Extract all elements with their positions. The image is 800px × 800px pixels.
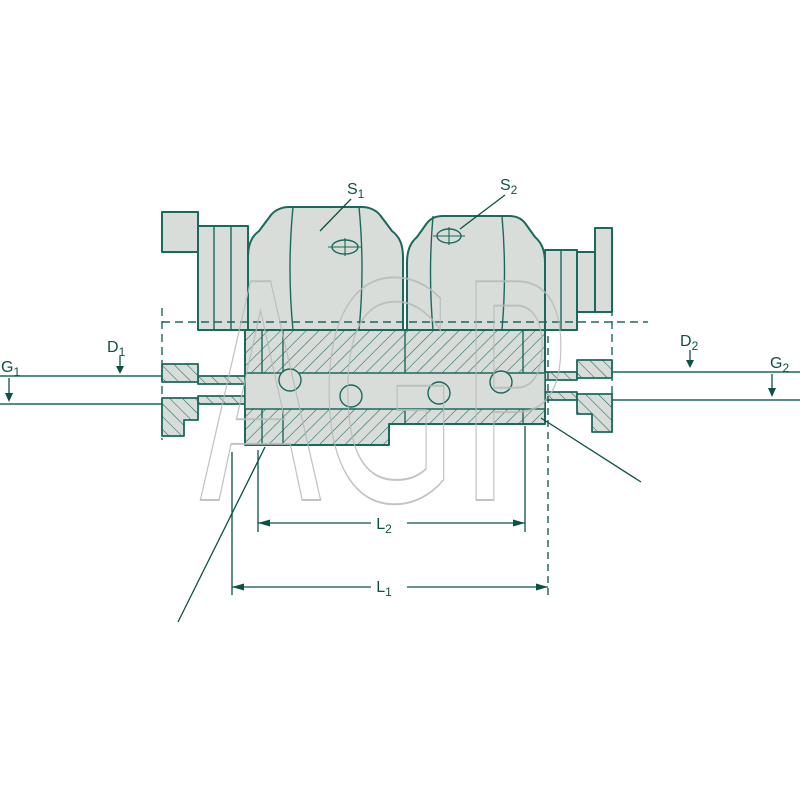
label-l1: L1 bbox=[376, 579, 392, 599]
cutting-ring-3 bbox=[427, 381, 451, 405]
l1-arrowhead-right bbox=[536, 583, 548, 591]
label-g1: G1 bbox=[1, 359, 20, 379]
dimension-l1 bbox=[231, 336, 549, 595]
right-tube-od-lines bbox=[612, 371, 800, 401]
label-d1: D1 bbox=[107, 339, 126, 359]
d2-arrowhead bbox=[686, 360, 694, 368]
right-flange-top bbox=[576, 359, 613, 379]
right-flange-bottom bbox=[576, 393, 613, 433]
label-s1: S1 bbox=[347, 181, 365, 201]
hex-nut-left-body bbox=[247, 206, 404, 331]
left-neck bbox=[197, 225, 249, 331]
hex-nut-right-body bbox=[406, 215, 546, 331]
right-tube-stub bbox=[594, 227, 613, 313]
spot-face-left-crosshair bbox=[328, 238, 362, 256]
watermark: AGP bbox=[199, 222, 567, 571]
leader-lower-right bbox=[540, 417, 642, 483]
leader-lower-left bbox=[177, 446, 266, 623]
label-s2: S2 bbox=[500, 177, 518, 197]
hex-nut-right-facet-edges bbox=[429, 215, 506, 331]
leader-s1 bbox=[319, 198, 352, 232]
leader-s2 bbox=[459, 194, 506, 230]
cutting-ring-4 bbox=[489, 370, 513, 394]
l2-arrowhead-right bbox=[513, 519, 525, 527]
dimension-d2 bbox=[686, 350, 694, 368]
tube-extension-lines bbox=[0, 371, 800, 405]
spot-face-right-crosshair bbox=[433, 227, 465, 245]
dimension-g1 bbox=[5, 378, 13, 402]
d1-arrowhead bbox=[116, 366, 124, 374]
left-port-top-view bbox=[161, 211, 249, 331]
cross-section bbox=[161, 329, 613, 446]
label-l2: L2 bbox=[376, 516, 392, 536]
cutting-ring-1 bbox=[278, 368, 302, 392]
g1-arrowhead bbox=[5, 393, 13, 402]
left-tube-stub bbox=[161, 211, 199, 253]
right-collar bbox=[576, 251, 596, 313]
label-d2: D2 bbox=[680, 333, 699, 353]
g2-arrowhead bbox=[768, 388, 776, 397]
dimension-d1 bbox=[116, 356, 124, 374]
label-g2: G2 bbox=[770, 355, 789, 375]
left-flange-top bbox=[161, 363, 199, 383]
hex-nut-right bbox=[406, 215, 546, 331]
right-port-top-view bbox=[544, 227, 613, 331]
leader-lines bbox=[177, 194, 642, 623]
l2-arrowhead-left bbox=[258, 519, 270, 527]
cutting-ring-2 bbox=[339, 384, 363, 408]
hex-nut-left bbox=[247, 206, 404, 331]
hex-nut-left-facet-edges bbox=[289, 206, 363, 331]
left-tube-od-lines bbox=[0, 375, 162, 405]
dimension-l2 bbox=[257, 426, 526, 532]
left-flange-bottom bbox=[161, 397, 199, 437]
left-neck-step-lines bbox=[213, 226, 232, 330]
l1-arrowhead-left bbox=[232, 583, 244, 591]
dimension-g2 bbox=[768, 374, 776, 397]
